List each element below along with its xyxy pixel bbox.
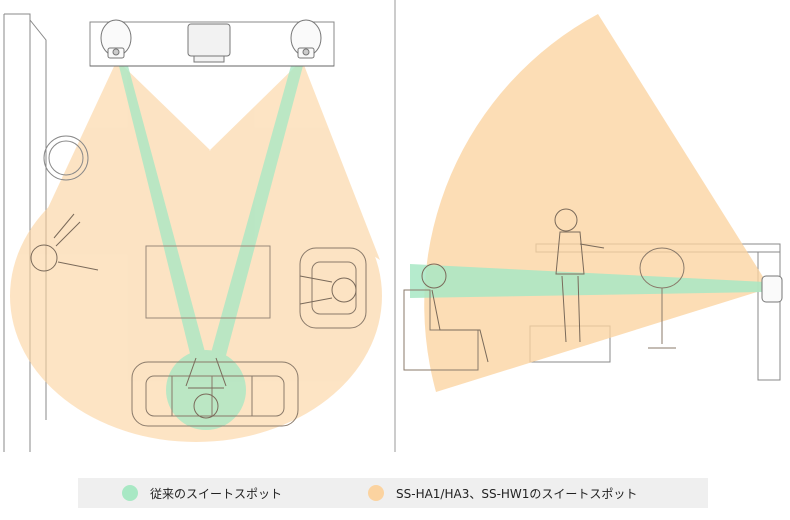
person-icon bbox=[554, 208, 605, 343]
bar-stool-icon bbox=[639, 247, 685, 349]
side-view-panel bbox=[403, 14, 783, 392]
side-table bbox=[43, 135, 89, 181]
wide-sweet-spot-area bbox=[424, 14, 770, 392]
person-icon bbox=[421, 263, 489, 363]
legend-item-new: SS-HA1/HA3、SS-HW1のスイートスポット bbox=[368, 478, 637, 508]
legend-label-conventional: 従来のスイートスポット bbox=[150, 486, 283, 501]
legend: 従来のスイートスポット SS-HA1/HA3、SS-HW1のスイートスポット bbox=[78, 478, 708, 508]
person-icon bbox=[30, 213, 99, 272]
sweet-spot-diagram bbox=[3, 0, 783, 452]
legend-swatch-conventional bbox=[122, 485, 138, 501]
person-icon bbox=[299, 275, 357, 305]
sofa-icon bbox=[131, 361, 299, 427]
person-icon bbox=[185, 357, 227, 419]
speaker-icon bbox=[761, 275, 783, 303]
speaker-icon bbox=[290, 19, 322, 59]
wide-sweet-spot-area bbox=[10, 60, 382, 442]
conventional-sweet-spot-area bbox=[410, 264, 766, 298]
conventional-sweet-spot-area bbox=[118, 62, 304, 430]
rug bbox=[145, 245, 271, 319]
subwoofer-icon bbox=[187, 23, 231, 63]
legend-swatch-new bbox=[368, 485, 384, 501]
top-view-panel bbox=[3, 13, 382, 452]
legend-label-new: SS-HA1/HA3、SS-HW1のスイートスポット bbox=[396, 486, 638, 501]
speaker-icon bbox=[100, 19, 132, 59]
legend-item-conventional: 従来のスイートスポット bbox=[122, 478, 282, 508]
